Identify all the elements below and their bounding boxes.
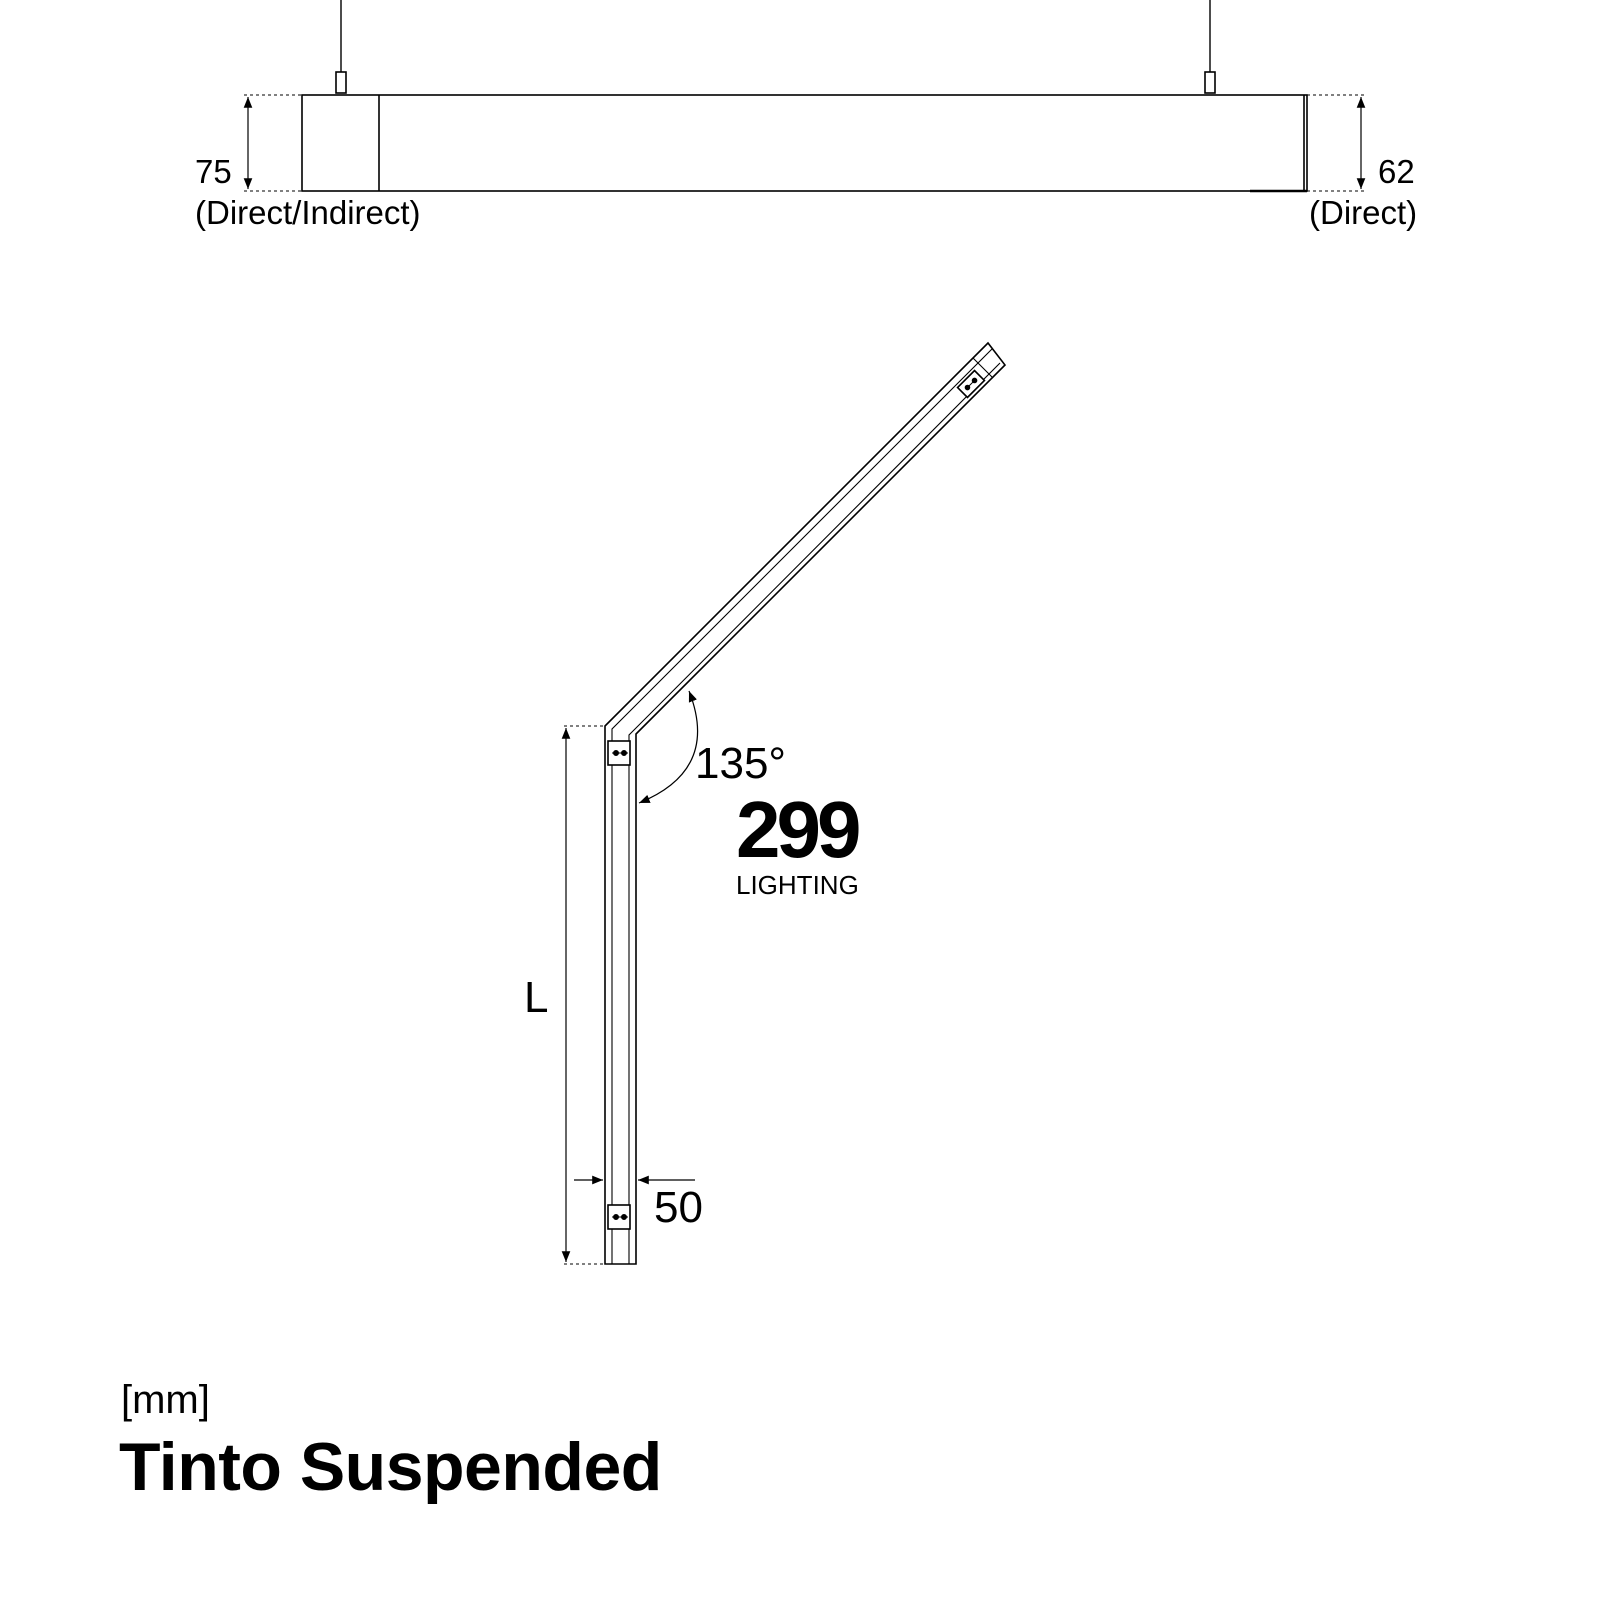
angle-arc [638,690,699,804]
corner-profile-inner-right [628,362,1001,1264]
product-title: Tinto Suspended [119,1429,662,1505]
angle-label: 135° [695,739,786,788]
clip-bottom [607,1204,631,1230]
height-right-note: (Direct) [1309,194,1417,231]
cable-fitting-right [1204,71,1216,94]
height-left-note: (Direct/Indirect) [195,194,421,231]
luminaire-body [301,94,1308,192]
logo-word: LIGHTING [736,870,859,900]
logo-number: 299 [736,785,859,874]
height-left-value: 75 [195,153,232,190]
clip-top-end [956,369,986,399]
height-right-value: 62 [1378,153,1415,190]
corner-profile-outline [604,341,1007,1265]
corner-profile-inner-left [611,348,993,1264]
end-cap-line [972,357,994,379]
side-view [243,0,1366,193]
cable-fitting-left [335,71,347,94]
top-view [561,341,1007,1265]
length-label: L [524,973,548,1022]
units-label: [mm] [121,1378,210,1422]
width-label: 50 [654,1183,703,1232]
brand-logo: 299 LIGHTING [736,785,863,900]
clip-corner [607,740,631,766]
